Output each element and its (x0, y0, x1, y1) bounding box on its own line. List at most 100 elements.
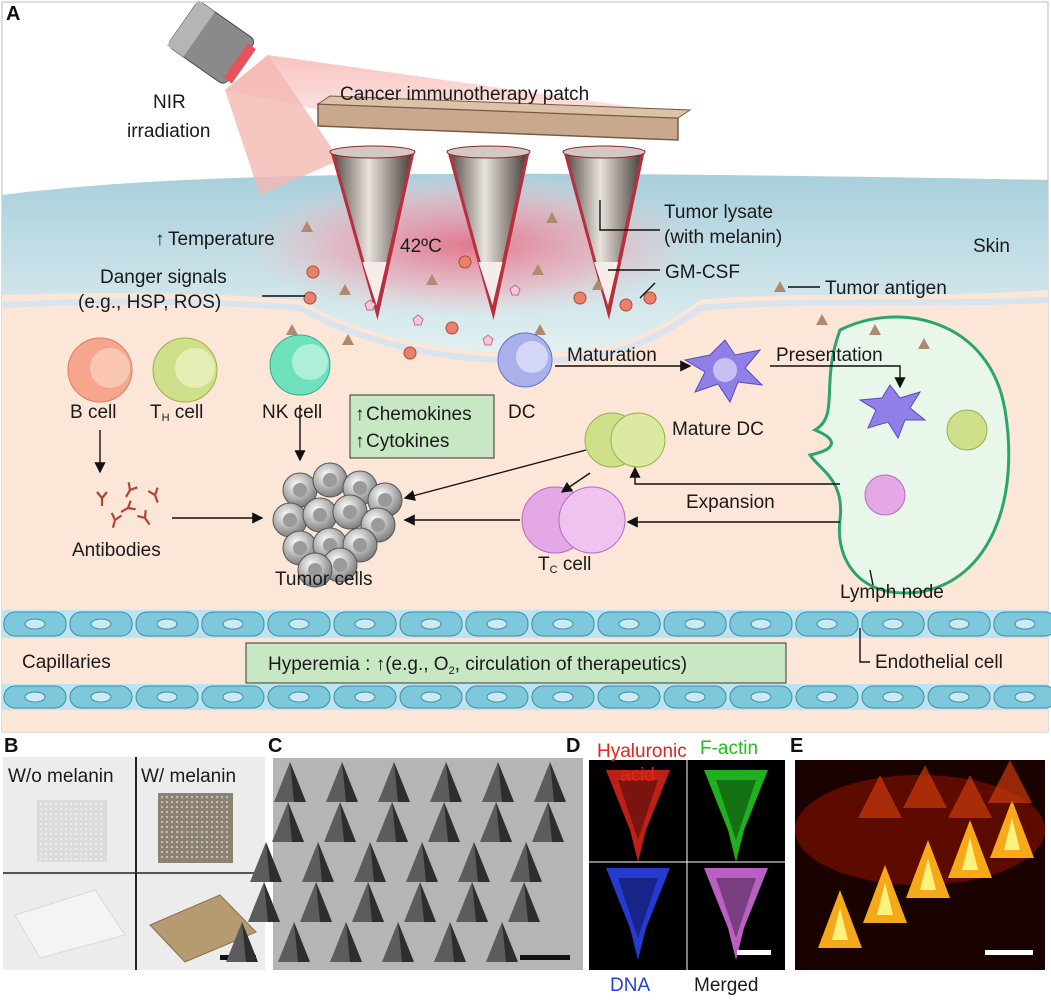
endothelial-cell (861, 611, 925, 637)
tumor-antigen-icon (592, 279, 604, 290)
panel-label-c: C (268, 735, 282, 757)
microneedle (562, 145, 646, 320)
gmcsf-icon (482, 334, 494, 346)
lymph-node-cells (858, 384, 988, 516)
sem-cone (326, 762, 358, 802)
thermal-needle (858, 775, 902, 818)
sem-cone (480, 802, 512, 842)
merged-label: Merged (694, 975, 758, 996)
nk-cell-label: NK cell (262, 402, 322, 423)
endothelial-cell (135, 611, 199, 637)
th-cell-expanded (584, 412, 666, 468)
endothelial-cell (3, 685, 67, 709)
nir-label-1: NIR (153, 92, 186, 113)
sem-needles (226, 762, 566, 962)
sem-cone (486, 922, 518, 962)
tumor-antigen-icon (342, 334, 354, 345)
panel-label-e: E (790, 735, 803, 757)
microneedles (329, 145, 646, 320)
tumor-antigen-icon (286, 324, 298, 335)
nir-label-2: irradiation (127, 121, 210, 142)
sem-cone (406, 842, 438, 882)
patch-melanin-top (158, 793, 233, 863)
hyaluronic-label-2: acid (620, 765, 655, 786)
th-cell (152, 337, 218, 403)
sem-cone (274, 762, 306, 802)
tumor-antigen-icon (816, 314, 828, 325)
patch-clear-tilted (14, 889, 126, 959)
capillary-vessels (2, 610, 1051, 710)
sem-cone (324, 802, 356, 842)
sem-cone (458, 842, 490, 882)
tc-cell-label: TC cell (538, 554, 591, 576)
sem-cone (352, 882, 384, 922)
hyaluronic-label-1: Hyaluronic (597, 741, 687, 762)
danger-signal-icon (303, 291, 317, 305)
endothelial-cell (597, 611, 661, 637)
sem-cone (354, 842, 386, 882)
fluorescence-needle (606, 770, 670, 862)
sem-cone (534, 762, 566, 802)
gmcsf-label: GM-CSF (665, 262, 740, 283)
factin-label: F-actin (700, 738, 758, 759)
sem-cone (532, 802, 564, 842)
scale-bar-c (520, 955, 570, 960)
tumor-cell (312, 462, 348, 498)
dna-label: DNA (610, 975, 650, 996)
gmcsf-icon (509, 284, 521, 296)
hyperemia-box (245, 642, 787, 684)
sem-cone (226, 922, 258, 962)
maturation-label: Maturation (567, 345, 657, 366)
danger-label-1: Danger signals (100, 267, 227, 288)
danger-label-2: (e.g., HSP, ROS) (78, 292, 221, 313)
sem-cone (434, 922, 466, 962)
panel-label-b: B (4, 735, 18, 757)
danger-signal-icon (306, 265, 320, 279)
endothelial-cell (993, 611, 1051, 637)
endothelial-cell (729, 685, 793, 709)
thermal-needle-core (920, 858, 936, 890)
endothelial-cell (201, 685, 265, 709)
chemokines-label: Chemokines (366, 404, 472, 425)
sem-cone (404, 882, 436, 922)
endothelial-cell (465, 611, 529, 637)
tumor-lysate-label-1: Tumor lysate (664, 202, 773, 223)
danger-signal-icon (458, 255, 472, 269)
sem-cone (456, 882, 488, 922)
tumor-antigen-icon (532, 264, 544, 275)
sem-cone (508, 882, 540, 922)
arrow-up-icon: ↑ (355, 431, 365, 452)
endothelial-cell (69, 685, 133, 709)
endothelial-cell (795, 685, 859, 709)
sem-cone (382, 922, 414, 962)
dc-label: DC (508, 402, 535, 423)
endothelial-cell (861, 685, 925, 709)
panel-label-a: A (6, 3, 20, 25)
patch-photos (14, 793, 257, 963)
tc-cell (521, 486, 626, 554)
tumor-antigen-icon (301, 221, 313, 232)
fluorescence-needle (704, 770, 768, 862)
danger-signal-icon (573, 291, 587, 305)
antibody-icon (96, 491, 108, 506)
danger-signal-icon (643, 291, 657, 305)
sem-cone (428, 802, 460, 842)
endothelial-cell (267, 611, 331, 637)
sem-cone (278, 922, 310, 962)
antibody-icon (110, 512, 123, 529)
chemokines-box (349, 394, 495, 459)
panel-label-d: D (566, 735, 580, 757)
particles (286, 212, 930, 360)
endothelial-cell (531, 611, 595, 637)
tumor-cells-label: Tumor cells (275, 569, 372, 590)
capillaries-label: Capillaries (22, 652, 111, 673)
endothelial-cell (333, 611, 397, 637)
nir-lamp-icon (166, 0, 655, 195)
antibody-icon (120, 500, 136, 513)
sem-cone (248, 882, 280, 922)
arrow-up-icon: ↑ (155, 229, 165, 250)
endothelial-cell (465, 685, 529, 709)
sem-cone (376, 802, 408, 842)
